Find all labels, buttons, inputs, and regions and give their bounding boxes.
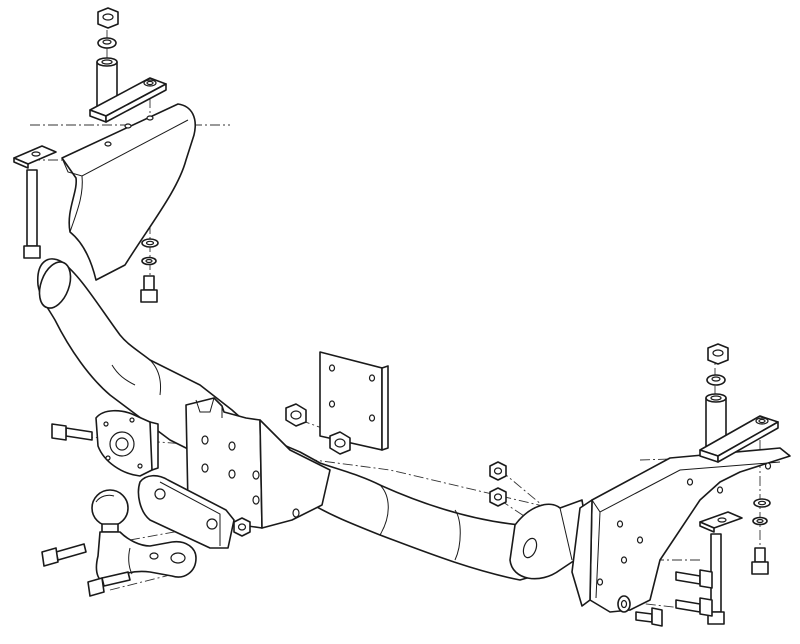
right-center-nut-2 (489, 487, 507, 507)
right-spacer-tube (705, 393, 727, 447)
ball-mount-bracket (137, 474, 235, 549)
center-nut-1 (285, 403, 307, 427)
right-lower-washer (617, 595, 631, 613)
right-small-plate (699, 511, 743, 533)
main-crossbar-tube (37, 258, 549, 581)
left-small-plate (13, 145, 57, 169)
right-clamp-plate (699, 415, 779, 463)
left-side-bracket (61, 103, 196, 281)
upper-left-clamp-plate (89, 77, 167, 123)
left-lower-bolt (140, 275, 158, 303)
right-lower-bolt-2 (675, 597, 713, 617)
right-side-washer-2 (752, 516, 768, 526)
right-upper-nut (707, 343, 729, 365)
upper-left-washer (97, 37, 117, 49)
left-lower-washer-2 (141, 256, 157, 266)
right-upper-washer (706, 374, 726, 386)
socket-plate (95, 409, 159, 477)
upper-left-nut (97, 7, 119, 29)
left-lower-washer-1 (141, 238, 159, 248)
ball-bolt-upper (41, 543, 87, 567)
socket-bolt (51, 423, 93, 441)
right-center-nut-1 (489, 461, 507, 481)
ball-bolt-lower (87, 571, 131, 597)
right-side-bracket (571, 447, 791, 613)
upper-left-spacer-tube (96, 57, 118, 109)
bracket-nut (233, 517, 251, 537)
right-side-bolt (751, 547, 769, 575)
ball-neck-mount (95, 531, 197, 583)
tow-ball (91, 489, 129, 533)
right-lower-short-bolt (635, 607, 663, 627)
center-mounting-plate (185, 397, 331, 529)
square-backing-plate (319, 351, 389, 451)
left-long-bolt (23, 169, 41, 259)
right-side-washer-1 (753, 498, 771, 508)
right-lower-bolt-1 (675, 569, 713, 589)
center-nut-2 (329, 431, 351, 455)
